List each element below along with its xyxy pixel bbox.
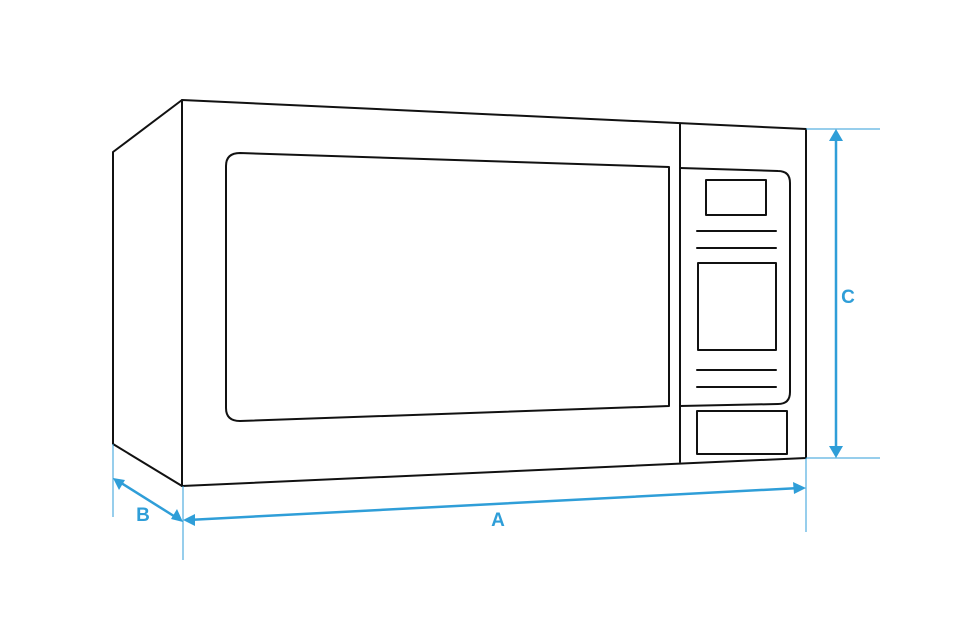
height-label: C [841, 287, 855, 308]
microwave-outline [112, 99, 807, 487]
microwave-side-panel [112, 99, 183, 487]
arrowhead-icon [829, 129, 843, 141]
door-window [225, 152, 670, 422]
microwave-front-face [181, 99, 807, 487]
depth-dimension-line [116, 479, 179, 520]
arrowhead-icon [829, 446, 843, 458]
width-label: A [491, 510, 505, 531]
display-screen [705, 179, 767, 216]
dimension-annotations: A B C [112, 128, 880, 560]
depth-label: B [136, 505, 150, 526]
width-dimension-line [186, 486, 802, 522]
door-open-button [696, 410, 788, 455]
arrowhead-icon [793, 482, 806, 494]
keypad-area [697, 262, 777, 351]
arrowhead-icon [183, 514, 195, 526]
arrowhead-icon [113, 478, 125, 490]
arrowhead-icon [171, 509, 183, 522]
control-panel-frame [679, 167, 791, 407]
